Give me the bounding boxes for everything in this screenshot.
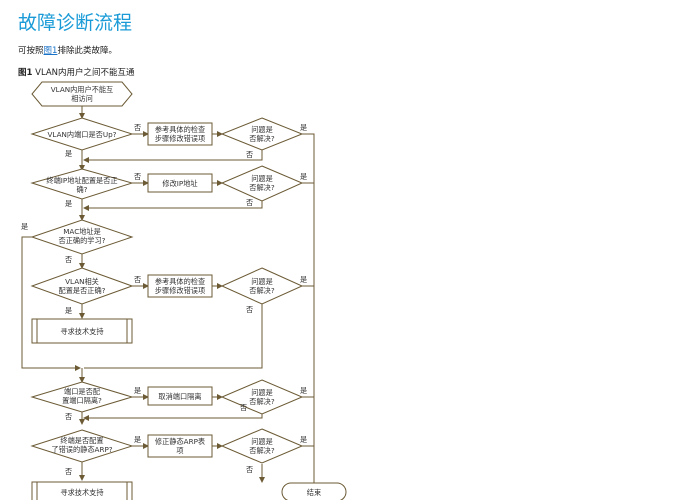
label-yes-q2: 是 [300, 172, 307, 181]
process-fix-items-2-line2: 步骤修改错误项 [155, 286, 205, 295]
decision-solved-6-line2: 否解决? [249, 446, 275, 455]
support-box-2: 寻求技术支持 [31, 481, 133, 500]
decision-static-arp: 终端是否配置 了错误的静态ARP? [30, 429, 134, 463]
decision-isolation-line2: 置端口隔离? [62, 396, 102, 405]
label-yes-q6: 是 [300, 435, 307, 444]
intro-text: 可按照图1排除此类故障。 [18, 44, 117, 56]
end-node-text: 结束 [307, 488, 321, 497]
process-fix-arp-line2: 项 [176, 446, 183, 455]
start-node: VLAN内用户不能互 相访问 [31, 81, 133, 107]
start-line2: 相访问 [71, 94, 93, 103]
process-fix-items-1: 参考具体的检查 步骤修改错误项 [147, 122, 213, 146]
decision-arp-line2: 了错误的静态ARP? [51, 445, 112, 454]
process-fix-items-1-line1: 参考具体的检查 [155, 125, 205, 134]
decision-solved-6: 问题是 否解决? [220, 428, 304, 464]
support-box-2-text: 寻求技术支持 [60, 488, 103, 497]
label-no-5: 否 [65, 412, 72, 421]
support-box-1-text: 寻求技术支持 [60, 327, 103, 336]
label-yes-5: 是 [134, 386, 141, 395]
figure-caption-text: VLAN内用户之间不能互通 [32, 68, 135, 78]
label-yes-1: 是 [65, 149, 72, 158]
decision-mac-line2: 否正确的学习? [59, 236, 106, 245]
decision-solved-6-line1: 问题是 [251, 437, 273, 446]
decision-solved-4-line1: 问题是 [251, 277, 273, 286]
figure-label: 图1 [18, 68, 33, 78]
end-node: 结束 [281, 476, 347, 500]
decision-vlan-config: VLAN相关 配置是否正确? [30, 267, 134, 305]
start-line1: VLAN内用户不能互 [51, 85, 114, 94]
figure-caption: 图1 VLAN内用户之间不能互通 [18, 66, 135, 78]
label-yes-2: 是 [65, 199, 72, 208]
label-no-6: 否 [65, 467, 72, 476]
decision-vlan-line2: 配置是否正确? [59, 286, 106, 295]
label-no-mac: 否 [65, 255, 72, 264]
process-fix-arp: 修正静态ARP表 项 [147, 434, 213, 458]
intro-prefix: 可按照 [18, 46, 44, 56]
decision-isolation-line1: 端口是否配 [64, 387, 100, 396]
decision-solved-2-line1: 问题是 [251, 174, 273, 183]
decision-ip-config: 终端IP地址配置是否正 确? [30, 168, 134, 200]
decision-solved-1: 问题是 否解决? [220, 117, 304, 151]
decision-vlan-line1: VLAN相关 [65, 277, 99, 286]
decision-solved-5: 问题是 否解决? [220, 379, 304, 415]
label-no-4: 否 [134, 275, 141, 284]
decision-port-up: VLAN内端口是否Up? [30, 117, 134, 151]
decision-ip-config-line1: 终端IP地址配置是否正 [46, 176, 117, 185]
intro-suffix: 排除此类故障。 [57, 46, 117, 56]
label-yes-q5: 是 [300, 386, 307, 395]
decision-arp-line1: 终端是否配置 [60, 436, 103, 445]
label-yes-6: 是 [134, 435, 141, 444]
label-no-q2: 否 [246, 198, 253, 207]
decision-port-up-text: VLAN内端口是否Up? [48, 130, 117, 139]
process-cancel-isolation: 取消端口隔离 [147, 386, 213, 406]
decision-solved-4-line2: 否解决? [249, 286, 275, 295]
decision-solved-5-line2: 否解决? [249, 397, 275, 406]
label-no-2: 否 [134, 172, 141, 181]
label-no-q1: 否 [246, 150, 253, 159]
label-no-q4: 否 [246, 305, 253, 314]
figure-link[interactable]: 图1 [43, 46, 58, 56]
decision-port-isolation: 端口是否配 置端口隔离? [30, 381, 134, 413]
label-yes-q4: 是 [300, 275, 307, 284]
process-modify-ip-text: 修改IP地址 [162, 179, 197, 188]
label-yes-q1: 是 [300, 123, 307, 132]
decision-solved-4: 问题是 否解决? [220, 267, 304, 305]
page-title: 故障诊断流程 [18, 12, 133, 34]
process-cancel-isolation-text: 取消端口隔离 [158, 392, 201, 401]
label-yes-mac: 是 [21, 222, 28, 231]
decision-solved-1-line1: 问题是 [251, 125, 273, 134]
label-no-q6: 否 [246, 465, 253, 474]
label-no-q5: 否 [240, 403, 247, 412]
decision-ip-config-line2: 确? [76, 185, 87, 194]
decision-solved-2-line2: 否解决? [249, 183, 275, 192]
decision-solved-2: 问题是 否解决? [220, 165, 304, 202]
decision-mac-learning: MAC地址是 否正确的学习? [30, 219, 134, 255]
label-yes-4: 是 [65, 306, 72, 315]
process-modify-ip: 修改IP地址 [147, 173, 213, 193]
process-fix-items-1-line2: 步骤修改错误项 [155, 134, 205, 143]
decision-mac-line1: MAC地址是 [63, 227, 101, 236]
process-fix-items-2-line1: 参考具体的检查 [155, 277, 205, 286]
flow-connectors [21, 106, 315, 484]
decision-solved-1-line2: 否解决? [249, 134, 275, 143]
label-no-1: 否 [134, 123, 141, 132]
process-fix-arp-line1: 修正静态ARP表 [155, 437, 205, 446]
support-box-1: 寻求技术支持 [31, 318, 133, 344]
process-fix-items-2: 参考具体的检查 步骤修改错误项 [147, 274, 213, 298]
decision-solved-5-line1: 问题是 [251, 388, 273, 397]
